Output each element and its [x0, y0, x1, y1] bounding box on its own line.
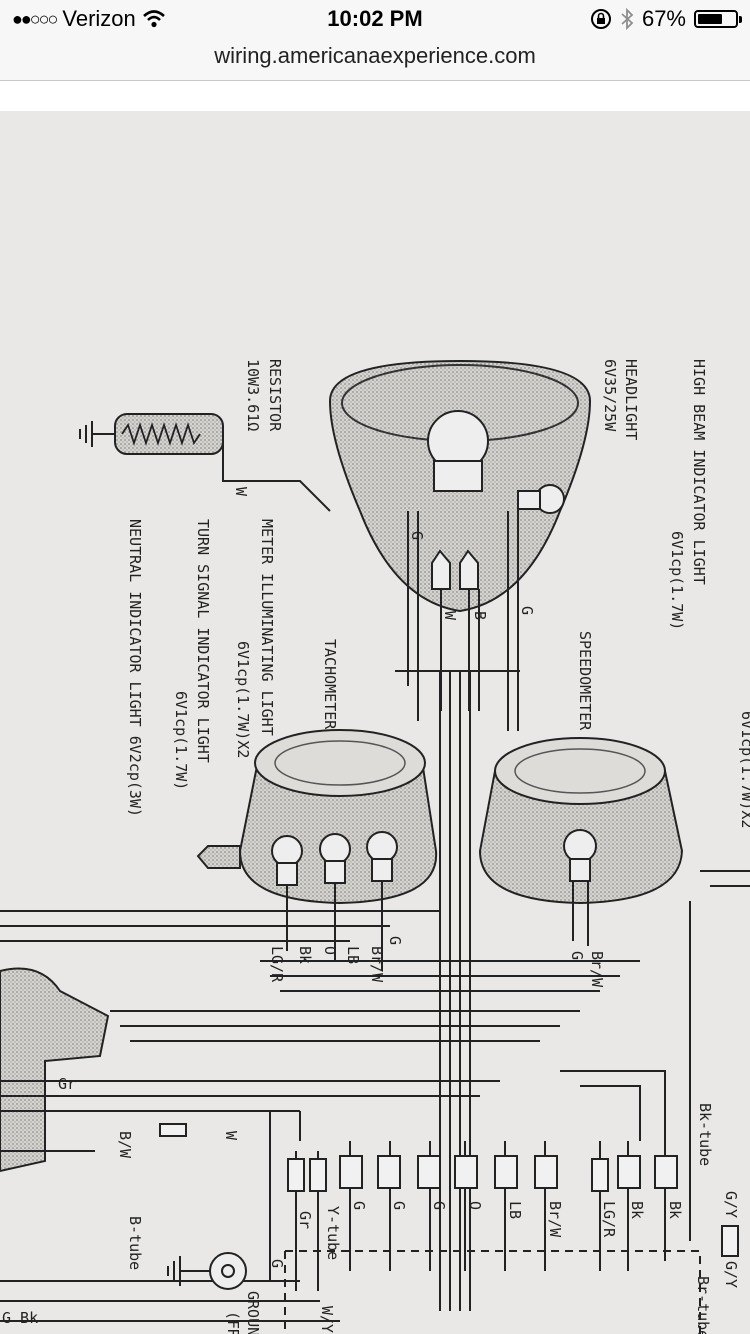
wire-label: LG/R — [268, 946, 286, 983]
speedometer-bulb-icon — [563, 829, 597, 882]
carrier-name: Verizon — [62, 6, 136, 31]
diagram-labels: HIGH BEAM INDICATOR LIGHT 6V1cp(1.7W) HE… — [126, 359, 750, 1334]
high-beam-spec: 6V1cp(1.7W) — [668, 531, 686, 630]
wire-label: O — [466, 1201, 484, 1210]
wire-label: Br/W — [588, 951, 606, 988]
status-time: 10:02 PM — [327, 6, 423, 31]
signal-strength-icon: ●●○○○ — [12, 8, 58, 29]
speedometer-spec: 6V1cp(1.7W)X2 — [738, 711, 750, 828]
tachometer-bulbs-icon — [271, 831, 398, 886]
wire-label: G/Y — [722, 1191, 740, 1218]
wire-label: G — [408, 531, 426, 540]
left-component-shape — [0, 967, 110, 1173]
resistor-icon — [79, 413, 331, 512]
wire-label: G Bk — [2, 1309, 38, 1327]
wire-label: O — [321, 946, 339, 955]
frame-label: (FRA — [224, 1311, 242, 1334]
headlight-connectors — [431, 549, 479, 590]
turn-signal-spec: 6V1cp(1.7W) — [172, 691, 190, 790]
speedometer-shape — [478, 737, 684, 905]
wire-label: Bk — [296, 946, 314, 964]
tachometer-shape — [196, 729, 438, 905]
br-tube-label: Br-tube — [694, 1276, 712, 1334]
headlight-title: HEADLIGHT — [622, 359, 640, 440]
wire-label: Br/W — [368, 946, 386, 983]
high-beam-title: HIGH BEAM INDICATOR LIGHT — [690, 359, 708, 585]
wire-label: G — [350, 1201, 368, 1210]
meter-illum-spec: 6V1cp(1.7W)X2 — [234, 641, 252, 758]
b-tube-label: B-tube — [126, 1216, 144, 1270]
wire-label: Bk — [628, 1201, 646, 1219]
battery-level — [698, 14, 722, 24]
wire-label: G — [386, 936, 404, 945]
wire-label: B — [471, 611, 489, 620]
neutral-title: NEUTRAL INDICATOR LIGHT 6V2cp(3W) — [126, 519, 144, 817]
resistor-spec: 10W3.61Ω — [244, 359, 262, 431]
wire-label: G — [390, 1201, 408, 1210]
battery-icon — [694, 10, 742, 28]
headlight-bulb-icon — [427, 410, 489, 492]
wire-label: LB — [344, 946, 362, 964]
wiring-diagram-image: HIGH BEAM INDICATOR LIGHT 6V1cp(1.7W) HE… — [0, 111, 750, 1334]
status-right: 67% — [590, 6, 742, 32]
bluetooth-icon — [621, 8, 634, 30]
battery-percent: 67% — [641, 6, 686, 31]
turn-signal-title: TURN SIGNAL INDICATOR LIGHT — [194, 519, 212, 763]
wire-label: W — [232, 487, 250, 497]
speedometer-label: SPEEDOMETER — [576, 631, 594, 731]
status-left: ●●○○○ Verizon — [12, 6, 166, 32]
connector-blocks — [159, 1123, 739, 1257]
wire-label: W/Y — [318, 1306, 336, 1333]
address-bar[interactable]: wiring.americanaexperience.com — [0, 40, 750, 81]
wire-label: LG/R — [600, 1201, 618, 1238]
wire-label: W — [222, 1131, 240, 1141]
wire-label: Gr — [58, 1075, 76, 1093]
wire-label: B/W — [116, 1131, 134, 1159]
bk-tube-label: Bk-tube — [696, 1103, 714, 1166]
wire-label: G — [518, 606, 536, 615]
wire-label: LB — [506, 1201, 524, 1219]
resistor-title: RESISTOR — [266, 359, 284, 432]
wire-label: G — [568, 951, 586, 960]
wire-label: Bk — [666, 1201, 684, 1219]
tachometer-label: TACHOMETER — [321, 639, 339, 730]
wire-label: Br/W — [546, 1201, 564, 1238]
wire-label: Gr — [296, 1211, 314, 1229]
wire-label: G/Y — [722, 1261, 740, 1288]
wifi-icon — [142, 10, 165, 28]
y-tube-label: Y-tube — [324, 1206, 342, 1260]
wire-harness — [0, 491, 750, 1334]
wire-label: G — [268, 1259, 286, 1268]
status-bar: ●●○○○ Verizon 10:02 PM 67% — [0, 0, 750, 40]
wiring-diagram: HIGH BEAM INDICATOR LIGHT 6V1cp(1.7W) HE… — [0, 359, 750, 1334]
meter-illum-title: METER ILLUMINATING LIGHT — [258, 519, 276, 736]
web-page: HIGH BEAM INDICATOR LIGHT 6V1cp(1.7W) HE… — [0, 81, 750, 1334]
orientation-lock-icon — [590, 9, 611, 29]
url-text[interactable]: wiring.americanaexperience.com — [214, 43, 536, 68]
wire-label: G — [430, 1201, 448, 1210]
headlight-spec: 6V35/25W — [601, 359, 619, 432]
wire-color-labels: W G W B G G Br/W LB O Bk LG/R G Br/W Gr … — [2, 487, 740, 1333]
wire-label: W — [441, 611, 459, 621]
ground-label: GROUND — [244, 1291, 262, 1334]
